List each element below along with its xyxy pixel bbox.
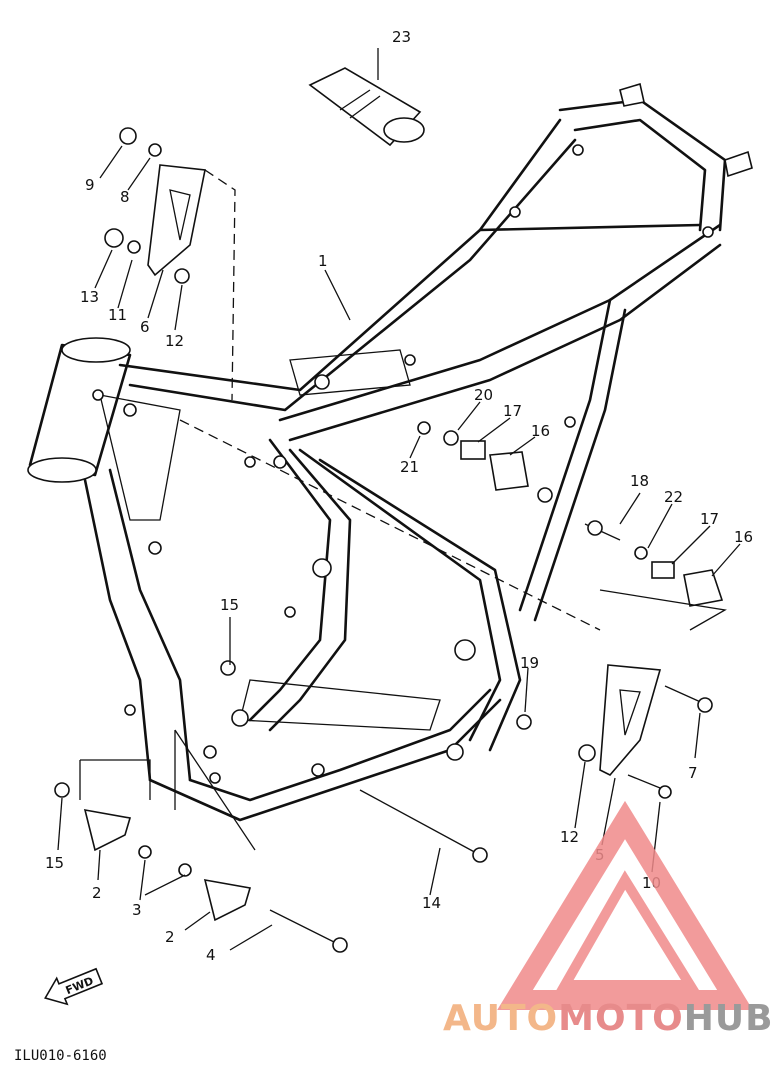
reference-lines — [179, 169, 601, 631]
fwd-label: FWD — [64, 974, 96, 997]
callout-23: 23 — [392, 28, 411, 46]
watermark-moto: MOTO — [558, 998, 684, 1039]
callout-3: 3 — [132, 901, 142, 919]
callout-16-upper: 16 — [531, 422, 550, 440]
watermark-text: AUTOMOTOHUB — [443, 998, 771, 1039]
watermark-hub: HUB — [684, 998, 771, 1039]
callout-18: 18 — [630, 472, 649, 490]
callout-20: 20 — [474, 386, 493, 404]
callout-2-left: 2 — [92, 884, 102, 902]
lower-parts — [54, 660, 488, 953]
callout-15-middle: 15 — [220, 596, 239, 614]
callout-9: 9 — [85, 176, 95, 194]
callout-6: 6 — [140, 318, 150, 336]
callout-12-lower: 12 — [560, 828, 579, 846]
left-upper-bracket — [104, 127, 206, 284]
callout-2-right: 2 — [165, 928, 175, 946]
callout-11: 11 — [108, 306, 127, 324]
callout-1: 1 — [318, 252, 328, 270]
callout-7: 7 — [688, 764, 698, 782]
callout-8: 8 — [120, 188, 130, 206]
callout-21: 21 — [400, 458, 419, 476]
part-23-guard — [308, 67, 425, 147]
diagram-code: ILU010-6160 — [14, 1048, 107, 1064]
callout-12-upper: 12 — [165, 332, 184, 350]
right-mount-parts — [417, 421, 727, 799]
callout-15-lower: 15 — [45, 854, 64, 872]
callout-4: 4 — [206, 946, 216, 964]
callout-17-lower: 17 — [700, 510, 719, 528]
callout-19: 19 — [520, 654, 539, 672]
frame-drawing — [27, 82, 753, 822]
watermark-logo: AUTOMOTOHUB — [443, 800, 771, 1039]
watermark-auto: AUTO — [443, 998, 558, 1039]
callout-22: 22 — [664, 488, 683, 506]
callout-16-lower: 16 — [734, 528, 753, 546]
callout-13: 13 — [80, 288, 99, 306]
fwd-arrow-icon: FWD — [44, 967, 104, 1006]
callout-14: 14 — [422, 894, 441, 912]
triangle-logo-icon — [497, 800, 753, 1010]
callout-17-upper: 17 — [503, 402, 522, 420]
callout-labels: 23 1 9 8 13 11 6 12 20 17 16 21 18 22 17… — [45, 28, 753, 964]
